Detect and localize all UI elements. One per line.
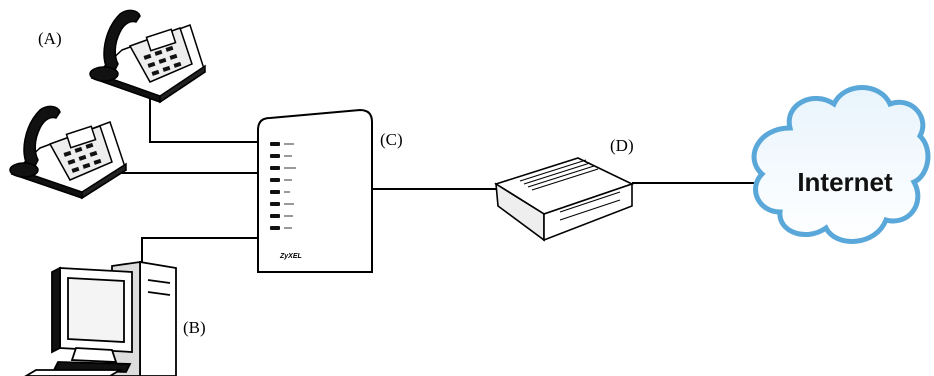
internet-cloud-icon: Internet — [751, 85, 931, 244]
gateway-device-icon: ZyXEL — [257, 108, 373, 273]
label-computer-b: (B) — [183, 318, 206, 337]
computer-icon — [24, 260, 177, 376]
gateway-brand-logo: ZyXEL — [279, 253, 302, 260]
gateway-leds — [270, 142, 280, 230]
connection-lines — [112, 92, 754, 268]
gateway-body — [257, 108, 373, 273]
line-computer-to-gateway — [141, 237, 258, 268]
cloud-shape — [751, 85, 931, 244]
modem-device-icon — [494, 157, 635, 242]
label-gateway-c: (C) — [380, 130, 403, 149]
internet-label: Internet — [797, 167, 893, 197]
phone-a-icon — [89, 9, 206, 104]
label-phone-a: (A) — [38, 29, 62, 48]
label-modem-d: (D) — [610, 136, 634, 155]
line-phone-a-to-gateway — [149, 92, 258, 143]
phone-2-icon — [9, 105, 127, 200]
